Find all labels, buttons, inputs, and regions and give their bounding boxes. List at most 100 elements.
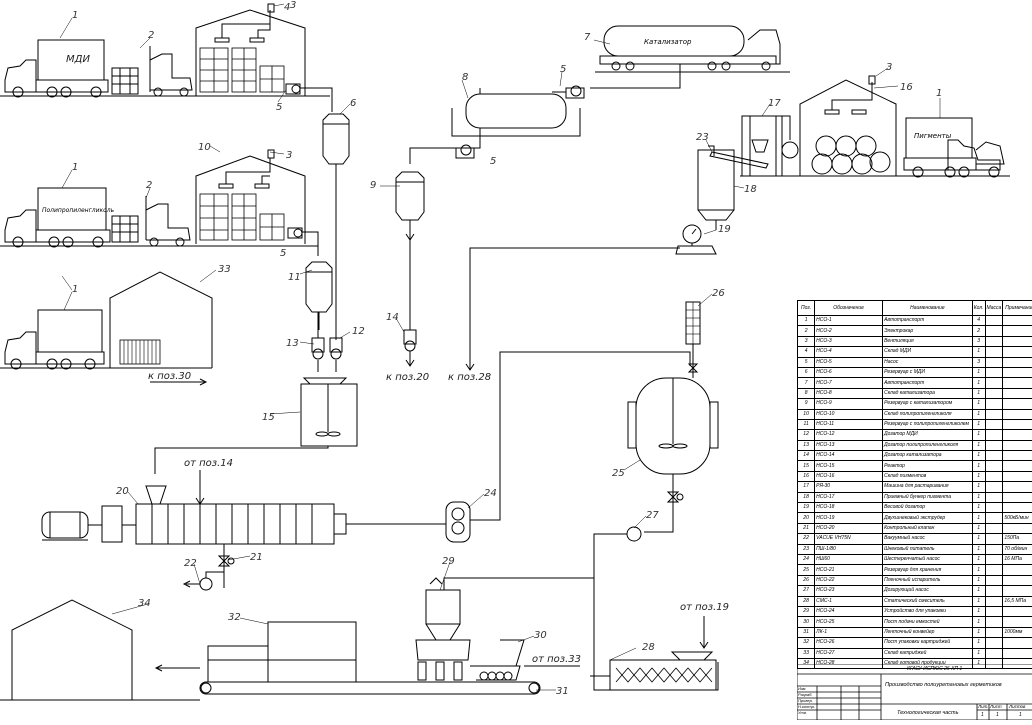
spec-name: Резервуар с катализатором [883,399,973,409]
spec-name: Электрокар [883,326,973,336]
spec-note [1003,451,1032,461]
spec-name: Склад катализатора [883,388,973,398]
callout-6: 6 [350,98,356,109]
spec-pos: 26 [798,575,815,585]
truck-poly: Полипропиленгликоль [5,188,115,247]
spec-designation: НСО-14 [815,451,883,461]
spec-qty: 1 [972,565,985,575]
spec-name: Склад МДИ [883,347,973,357]
drawing-subtitle: Технологическая часть [897,710,959,716]
spec-designation: НСО-1 [815,316,883,326]
spec-mass [985,648,1003,658]
callout-1c: 1 [72,284,78,295]
spec-mass [985,503,1003,513]
gearbox [102,506,122,542]
spec-designation: НСО-19 [815,513,883,523]
spec-designation: НСО-24 [815,606,883,616]
spec-mass [985,336,1003,346]
callout-2b: 2 [146,180,152,191]
spec-qty: 3 [972,336,985,346]
lit-value: 1 [981,712,984,718]
from-pos-14-label: от поз.14 [184,458,233,469]
callout-27: 27 [646,510,659,521]
spec-mass [985,554,1003,564]
spec-note [1003,461,1032,471]
spec-qty: 1 [972,440,985,450]
spec-designation: НСО-3 [815,336,883,346]
truck-poly-label: Полипропиленгликоль [42,207,115,214]
spec-name: Дозирующий насос [883,586,973,596]
spec-pos: 21 [798,523,815,533]
spec-note: 70 об/мин [1003,544,1032,554]
spec-note [1003,471,1032,481]
spec-designation: НСО-21 [815,565,883,575]
spec-name: Статический смеситель [883,596,973,606]
title-block: КГАСУ ИСПЮС 26 ХП 1 Производство полиуре… [797,664,1032,720]
drawing-code: КГАСУ ИСПЮС 26 ХП 1 [907,666,962,672]
spec-pos: 17 [798,482,815,492]
spec-pos: 9 [798,399,815,409]
warehouse-cartridges [110,272,212,368]
belt-conveyor [200,682,540,694]
spec-name: Весовой дозатор [883,503,973,513]
spec-note [1003,606,1032,616]
spec-header-row: Поз. Обозначение Наименование Кол. Масса… [798,301,1032,316]
callout-22: 22 [184,558,197,569]
col-pos: Поз. [798,301,815,316]
spec-name: Пост упаковки картриджей [883,638,973,648]
spec-qty: 1 [972,347,985,357]
pigment-hopper [698,150,734,230]
spec-name: Насос [883,357,973,367]
spec-qty: 1 [972,378,985,388]
specification-table: Поз. Обозначение Наименование Кол. Масса… [797,300,1032,720]
spec-mass [985,399,1003,409]
list-header: Лист [990,704,1002,709]
spec-qty: 1 [972,388,985,398]
spec-name: Устройство для упаковки [883,606,973,616]
spec-pos: 4 [798,347,815,357]
callout-3c: 3 [886,62,892,73]
spec-pos: 8 [798,388,815,398]
spec-name: Двухшнековый экструдер [883,513,973,523]
spec-mass [985,451,1003,461]
callout-25: 25 [612,468,625,479]
lists-header: Листов [1009,704,1025,709]
spec-pos: 14 [798,451,815,461]
callout-30: 30 [534,630,547,641]
spec-qty: 4 [972,316,985,326]
spec-pos: 33 [798,648,815,658]
pump-5-catalyst [566,86,584,98]
spec-name: Машина для растаривания [883,482,973,492]
spec-name: Резервуар с полипропиленгликолем [883,419,973,429]
spec-name: Дозатор МДИ [883,430,973,440]
spec-qty: 1 [972,648,985,658]
spec-designation: НСО-6 [815,367,883,377]
spec-qty: 1 [972,482,985,492]
spec-pos: 1 [798,316,815,326]
spec-mass [985,482,1003,492]
spec-mass [985,378,1003,388]
callout-5c: 5 [280,248,286,259]
to-pos-30-label: к поз.30 [148,371,191,382]
spec-mass [985,461,1003,471]
spec-pos: 3 [798,336,815,346]
spec-name: Пост подачи емкостей [883,617,973,627]
spec-designation: НСО-11 [815,419,883,429]
col-designation: Обозначение [815,301,883,316]
spec-name: Резервуар с МДИ [883,367,973,377]
spec-mass [985,544,1003,554]
spec-note [1003,575,1032,585]
callout-9: 9 [370,180,376,191]
spec-pos: 2 [798,326,815,336]
spec-mass [985,440,1003,450]
spec-designation: НСО-9 [815,399,883,409]
